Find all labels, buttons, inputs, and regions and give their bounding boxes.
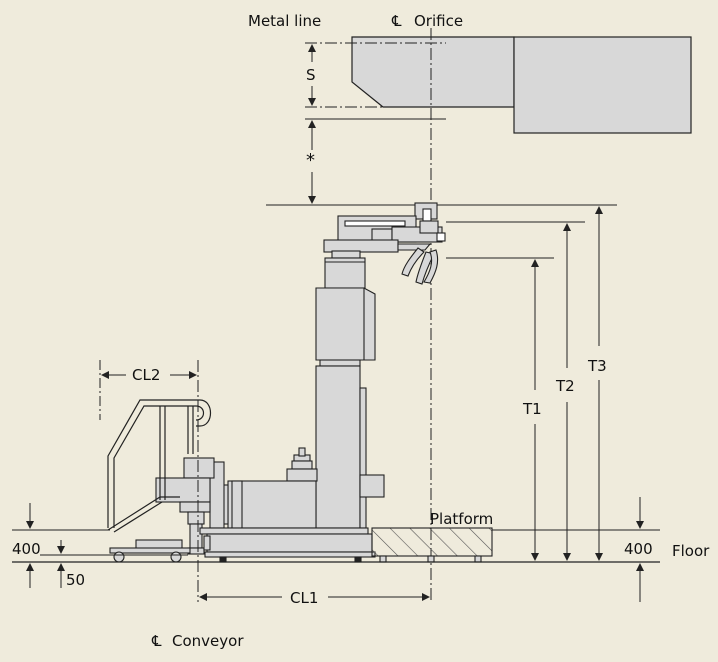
platform xyxy=(371,527,493,563)
conveyor-label: Conveyor xyxy=(172,632,244,650)
t-reference-lines xyxy=(446,204,617,259)
cl-orifice-symbol: ℄ xyxy=(391,12,402,30)
cl1-label: CL1 xyxy=(290,589,318,607)
base-frame xyxy=(199,527,376,563)
ladder-handrail xyxy=(107,399,212,533)
s-label: S xyxy=(306,66,316,84)
t1-label: T1 xyxy=(522,400,542,418)
ladder-base xyxy=(109,539,191,563)
t3-label: T3 xyxy=(587,357,607,375)
feeder-block xyxy=(351,36,692,134)
motor-assembly xyxy=(209,447,318,529)
left-400-label: 400 xyxy=(12,540,41,558)
platform-label: Platform xyxy=(430,510,493,528)
cl-conveyor-symbol: ℄ xyxy=(151,632,162,650)
cl2-label: CL2 xyxy=(132,366,160,384)
shear-mechanism xyxy=(323,202,446,285)
right-400-label: 400 xyxy=(624,540,653,558)
cl2-dimension xyxy=(99,360,199,602)
floor-label: Floor xyxy=(672,542,710,560)
asterisk-label: * xyxy=(306,150,315,171)
dim-50-label: 50 xyxy=(66,571,85,589)
orifice-label: Orifice xyxy=(414,12,463,30)
metal-line-label: Metal line xyxy=(248,12,321,30)
t2-label: T2 xyxy=(555,377,575,395)
main-column xyxy=(315,250,385,529)
